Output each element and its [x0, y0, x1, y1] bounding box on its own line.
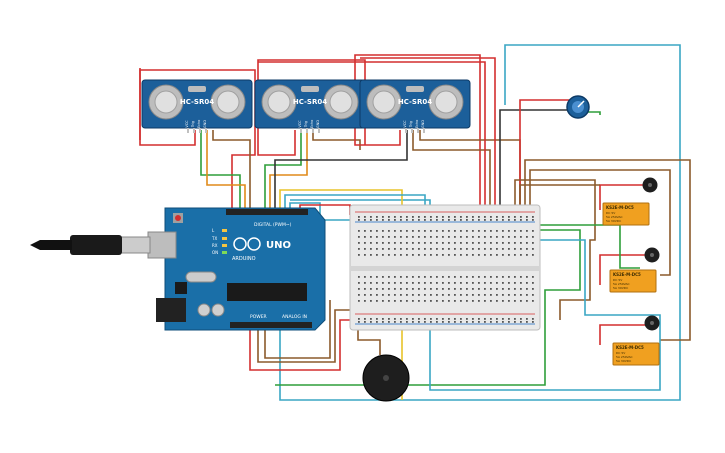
sensor-pin-label: Trig: [304, 121, 308, 128]
buzzer-icon[interactable]: [362, 354, 410, 402]
motor-icon[interactable]: [644, 247, 660, 263]
arduino-brand-label: ARDUINO: [232, 256, 256, 262]
sensor-pin-label: Echo: [310, 120, 314, 129]
wire-pwr-red: [249, 319, 350, 371]
sensor-pin-label: GND: [316, 120, 320, 128]
wire-relay-green-2: [535, 224, 640, 269]
wire-relay-green: [275, 229, 581, 386]
relay-spec-label: 5A 250VAC: [613, 282, 630, 286]
motor-icon[interactable]: [642, 177, 658, 193]
relay-spec-label: 5A 30VDC: [613, 286, 628, 290]
wire-sensor1-trig: [200, 130, 241, 210]
breadboard-holes: [358, 216, 534, 323]
wire-top-red-2: [360, 57, 496, 210]
arduino-rx-label: RX: [212, 243, 218, 248]
wire-pwr-brown-2: [264, 300, 331, 359]
sensor-label: HC-SR04: [293, 98, 327, 106]
arduino-power-label: POWER: [250, 314, 267, 320]
wire-pot-black: [499, 109, 570, 215]
wire-sensor1-echo: [206, 130, 246, 210]
breadboard: [349, 204, 541, 331]
wire-buzzer-brown: [357, 325, 381, 355]
sensor-pin-label: Echo: [415, 120, 419, 129]
wire-pot-red: [519, 99, 575, 215]
relay-spec-label: DC 5V: [616, 351, 626, 355]
wire-relay-brown-4: [519, 184, 600, 210]
wire-sensor2-trig: [264, 130, 302, 210]
sensor-pin-label: VCC: [403, 120, 407, 128]
sensor-label: HC-SR04: [398, 98, 432, 106]
arduino-tx-label: TX: [211, 236, 217, 241]
relay-spec-label: 5A 30VDC: [606, 219, 621, 223]
sensor-pin-label: VCC: [185, 120, 189, 128]
arduino-l-label: L: [212, 228, 215, 233]
wire-sensor2-gnd: [312, 130, 361, 150]
relay-model-label: KS2E-M-DC5: [613, 272, 641, 277]
motor-icon[interactable]: [644, 315, 660, 331]
wire-sensor3-echo: [412, 130, 491, 210]
arduino-model-label: UNO: [266, 240, 291, 251]
relay-spec-label: DC 5V: [606, 211, 616, 215]
wire-sensor3-gnd: [419, 130, 521, 210]
wire-sensor3-trig: [274, 130, 408, 210]
wire-pot-green: [585, 111, 601, 115]
arduino-on-label: ON: [212, 250, 218, 255]
wire-pwr-brown: [257, 309, 355, 363]
relay-spec-label: 5A 250VAC: [606, 215, 623, 219]
sensor-pin-label: Trig: [191, 121, 195, 128]
sensor-label: HC-SR04: [180, 98, 214, 106]
wire-sensor1-gnd: [212, 130, 251, 210]
arduino-digital-label: DIGITAL (PWM~): [254, 222, 292, 228]
sensor-pin-label: Echo: [197, 120, 201, 129]
wire-relay2-red: [599, 254, 655, 285]
wire-top-red-1: [258, 61, 486, 210]
relay-model-label: KS2E-M-DC5: [606, 205, 634, 210]
relay-model-label: KS2E-M-DC5: [616, 345, 644, 350]
sensor-pin-label: GND: [421, 120, 425, 128]
sensor-pin-label: VCC: [298, 120, 302, 128]
sensor-pin-label: Trig: [409, 121, 413, 128]
wire-sensor2-echo: [269, 130, 308, 210]
relay-spec-label: DC 5V: [613, 278, 623, 282]
wires: [139, 44, 691, 401]
relay-spec-label: 5A 250VAC: [616, 355, 633, 359]
relay-spec-label: 5A 30VDC: [616, 359, 631, 363]
arduino-analog-label: ANALOG IN: [282, 314, 307, 320]
wire-d-cyan-2: [289, 202, 350, 221]
usb-cable-icon: [30, 235, 151, 255]
sensor-pin-label: GND: [203, 120, 207, 128]
wire-pot-cyan: [279, 44, 681, 401]
potentiometer-icon[interactable]: [566, 95, 590, 119]
arduino-uno-board: UNO ARDUINO DIGITAL (PWM~) POWER ANALOG …: [147, 207, 326, 331]
wire-relay-brown-3: [514, 179, 596, 320]
wire-relay1-brown: [524, 159, 691, 341]
wire-relay3-red: [599, 324, 655, 345]
